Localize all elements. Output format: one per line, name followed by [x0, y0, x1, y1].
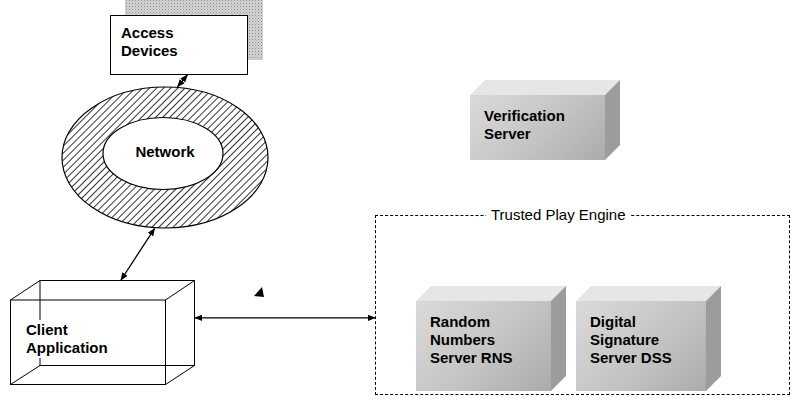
- group-region: Trusted Play EngineRandom Numbers Server…: [375, 215, 790, 395]
- box-edge: [166, 281, 195, 301]
- node-label: Digital Signature Server DSS: [590, 313, 694, 367]
- node-label: Client Application: [24, 320, 128, 358]
- connector-arrow: [121, 229, 155, 280]
- server-box: Random Numbers Server RNS: [416, 301, 551, 391]
- server-box: Client Application: [10, 280, 195, 385]
- box-top-face: [576, 286, 721, 301]
- connector-arrow: [195, 317, 375, 318]
- box-edge: [166, 366, 195, 385]
- server-box: Access Devices: [110, 15, 248, 75]
- box-top-face: [470, 80, 620, 95]
- node-label: Trusted Play Engine: [486, 206, 631, 224]
- box-edge: [11, 366, 41, 385]
- box-side-face: [706, 286, 721, 391]
- box-side-face: [551, 286, 566, 391]
- box-side-face: [605, 80, 620, 160]
- network-ring: Network: [60, 85, 270, 230]
- node-label: Access Devices: [121, 24, 201, 60]
- box-edge: [11, 281, 41, 301]
- server-box: Verification Server: [470, 95, 605, 160]
- box-front-face: [11, 300, 166, 385]
- connector-arrow: [178, 75, 188, 87]
- node-label: Verification Server: [484, 107, 593, 143]
- pointer-triangle: [254, 287, 264, 297]
- node-label: Random Numbers Server RNS: [430, 313, 539, 367]
- server-box: Digital Signature Server DSS: [576, 301, 706, 391]
- node-label: Network: [60, 143, 270, 161]
- box-top-face: [416, 286, 566, 301]
